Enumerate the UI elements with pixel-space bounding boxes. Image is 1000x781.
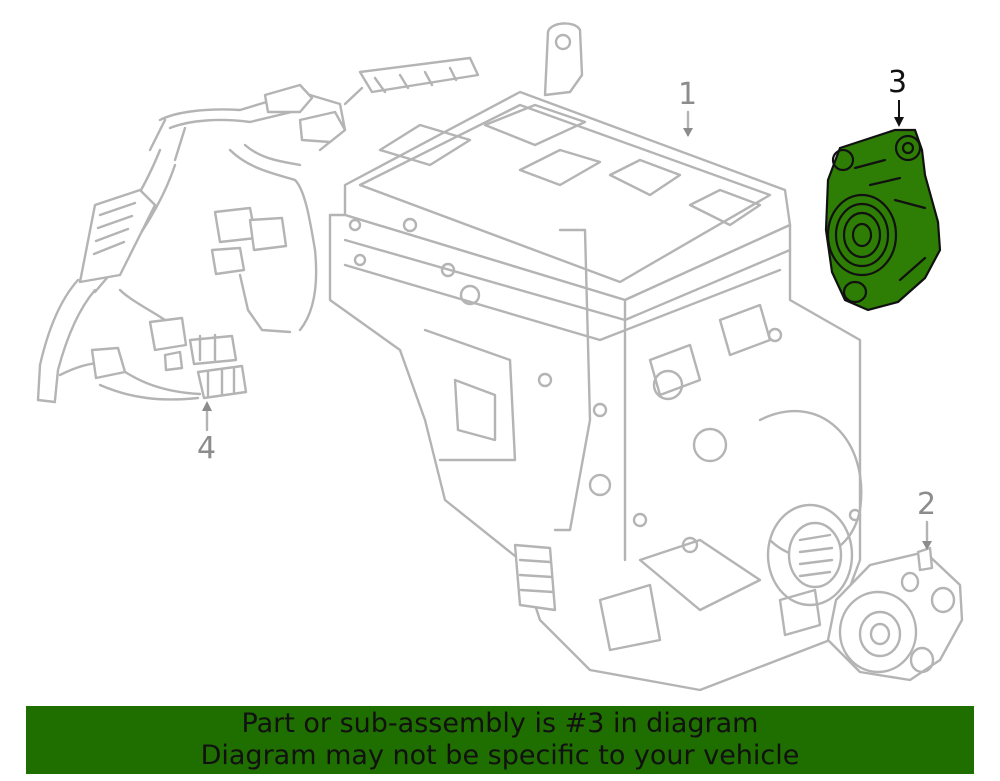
leader-2-arrow <box>922 541 932 550</box>
leader-1-arrow <box>683 128 693 137</box>
callout-1: 1 <box>678 77 698 112</box>
leader-3-arrow <box>894 117 904 127</box>
banner-line-2: Diagram may not be specific to your vehi… <box>200 740 800 771</box>
callout-2: 2 <box>917 487 937 522</box>
wiring-harness <box>36 56 480 404</box>
banner-line-1: Part or sub-assembly is #3 in diagram <box>241 708 759 739</box>
leader-4-arrow <box>202 401 212 411</box>
drive-unit <box>328 22 863 692</box>
mount-bracket <box>826 546 964 682</box>
highlighted-part-3 <box>824 128 942 312</box>
callout-3: 3 <box>888 65 908 100</box>
info-banner: Part or sub-assembly is #3 in diagram Di… <box>26 706 974 774</box>
callout-4: 4 <box>197 431 217 466</box>
